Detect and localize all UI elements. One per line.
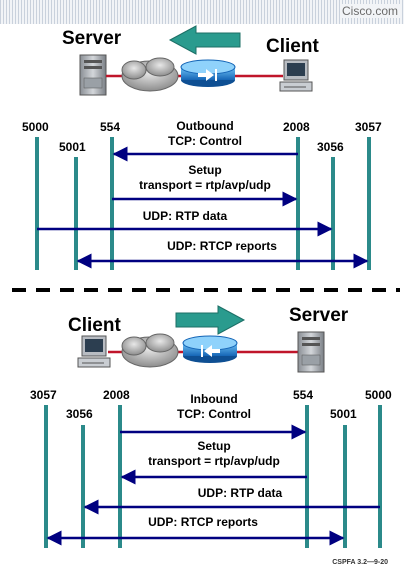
message-label: UDP: RTCP reports <box>148 515 258 529</box>
header-bar: Cisco.com <box>0 0 404 24</box>
message-label: TCP: Control <box>168 134 242 148</box>
message-label: transport = rtp/avp/udp <box>139 178 271 192</box>
port-label: 2008 <box>283 120 310 134</box>
outbound-left-role: Server <box>62 28 122 49</box>
port-label: 2008 <box>103 388 130 402</box>
client-pc-icon <box>279 59 313 92</box>
inbound-right-role: Server <box>289 305 349 326</box>
brand-label: Cisco.com <box>339 4 400 18</box>
port-label: 5001 <box>330 407 357 421</box>
outbound-right-role: Client <box>266 36 319 57</box>
message-label: Setup <box>188 163 221 177</box>
outbound-section: Server Client <box>22 25 382 270</box>
message-title: Inbound <box>190 392 237 406</box>
port-label: 3056 <box>66 407 93 421</box>
pix-firewall-icon <box>180 59 236 87</box>
message-label: UDP: RTCP reports <box>167 239 277 253</box>
message-label: TCP: Control <box>177 407 251 421</box>
internet-cloud-icon <box>121 333 179 368</box>
port-label: 5000 <box>365 388 392 402</box>
client-pc-icon <box>77 335 111 368</box>
flow-arrow-left-icon <box>168 25 241 55</box>
message-label: UDP: RTP data <box>143 209 228 223</box>
port-label: 5001 <box>59 140 86 154</box>
message-title: Outbound <box>176 119 233 133</box>
server-icon <box>79 54 107 96</box>
pix-firewall-icon <box>182 335 238 363</box>
flow-arrow-right-icon <box>175 305 246 335</box>
port-label: 554 <box>293 388 313 402</box>
inbound-left-role: Client <box>68 315 121 336</box>
port-label: 3056 <box>317 140 344 154</box>
message-label: Setup <box>197 439 230 453</box>
lifelines <box>35 137 371 270</box>
internet-cloud-icon <box>121 57 179 92</box>
message-label: UDP: RTP data <box>198 486 283 500</box>
message-label: transport = rtp/avp/udp <box>148 454 280 468</box>
inbound-section: Client Server <box>30 305 392 548</box>
slide-footer: CSPFA 3.2—9-20 <box>332 559 388 566</box>
server-icon <box>297 331 325 373</box>
port-label: 3057 <box>30 388 57 402</box>
port-label: 5000 <box>22 120 49 134</box>
port-label: 3057 <box>355 120 382 134</box>
port-label: 554 <box>100 120 120 134</box>
